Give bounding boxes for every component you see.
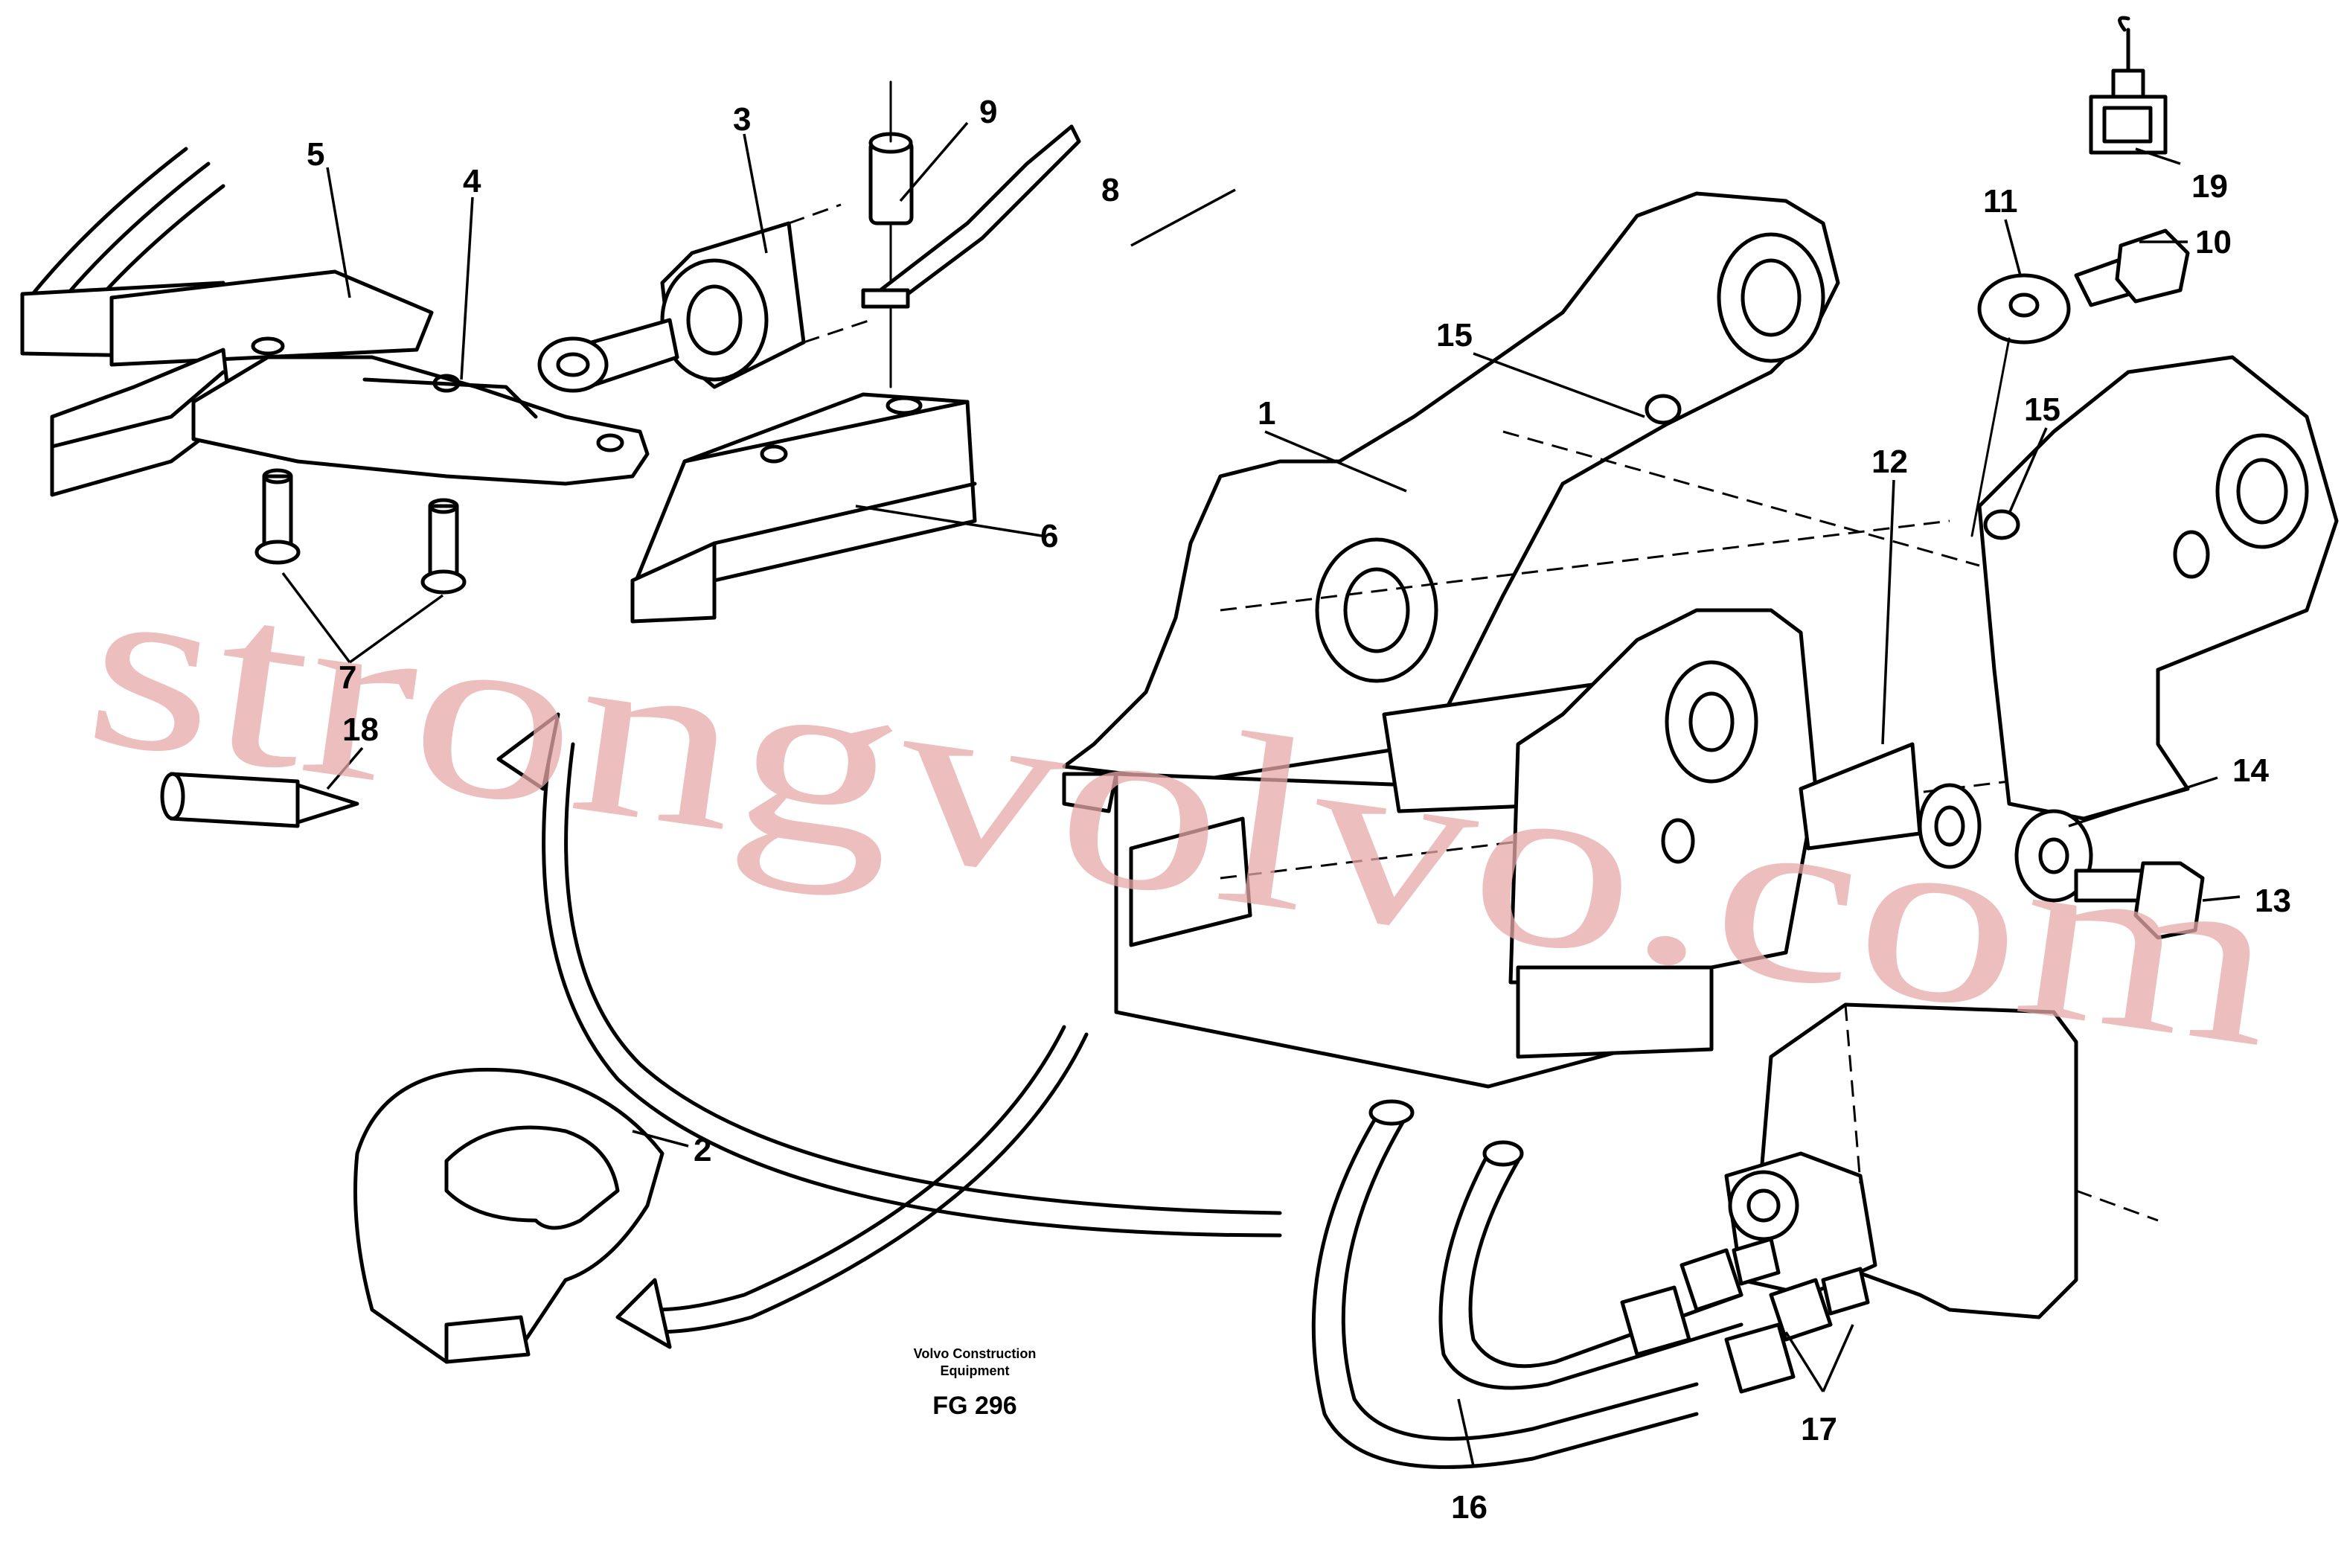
callout-2: 2: [694, 1132, 711, 1168]
callout-15-left: 15: [1436, 317, 1473, 353]
callout-4: 4: [463, 163, 481, 199]
callout-16: 16: [1451, 1489, 1488, 1526]
figure-code: FG 296: [932, 1392, 1016, 1420]
part-9-pin: [868, 80, 914, 388]
part-19-bottle: [2089, 16, 2168, 155]
callout-18: 18: [342, 711, 379, 748]
callout-13: 13: [2255, 883, 2291, 919]
caption-line-1: Volvo Construction: [914, 1346, 1037, 1361]
part-3-cylinder: [537, 203, 871, 393]
callout-labels: 1 2 3 4 5 6 7 8 9 10 11 12 13 14 15 15 1…: [307, 94, 2291, 1526]
callout-19: 19: [2191, 168, 2228, 205]
part-8-lever: [861, 124, 1081, 309]
callout-1: 1: [1258, 395, 1275, 432]
callout-11: 11: [1983, 183, 2018, 220]
part-2-stop: [353, 1067, 665, 1364]
part-1-frame: [1062, 191, 2339, 1089]
part-11-washer: [1970, 273, 2071, 537]
callout-15-right: 15: [2024, 391, 2060, 428]
callout-8: 8: [1101, 172, 1119, 208]
caption-line-2: Equipment: [941, 1363, 1010, 1378]
part-6-wedge: [630, 392, 977, 624]
arrow-curve-left: [496, 712, 1282, 1238]
part-5-bracket: [20, 147, 434, 497]
callout-5: 5: [307, 136, 324, 173]
callout-3: 3: [733, 101, 751, 138]
arrow-curve-bottom: [615, 1025, 1089, 1349]
part-4-plate: [191, 355, 650, 486]
part-10-bolt: [2074, 228, 2190, 307]
part-16-hoses: [1311, 1099, 1743, 1469]
leader-lines: [281, 121, 2241, 1467]
callout-12: 12: [1871, 444, 1908, 480]
part-14-washer: [2014, 809, 2093, 903]
callout-9: 9: [979, 94, 997, 130]
part-18-tool: [160, 772, 359, 828]
part-17-fittings: [1620, 1237, 1870, 1394]
callout-6: 6: [1040, 518, 1058, 554]
part-13-bolt: [2074, 861, 2205, 940]
callout-17: 17: [1801, 1411, 1837, 1447]
figure-caption: Volvo Construction Equipment FG 296: [914, 1346, 1037, 1420]
callout-7: 7: [339, 659, 356, 696]
callout-10: 10: [2195, 224, 2232, 260]
part-7-bolts: [254, 468, 467, 595]
callout-14: 14: [2232, 752, 2269, 789]
